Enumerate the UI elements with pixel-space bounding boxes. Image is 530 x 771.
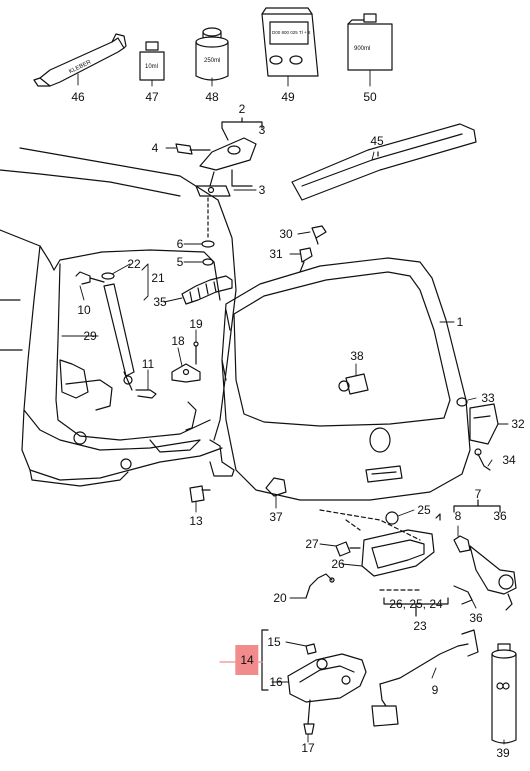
bump-stop <box>189 485 211 503</box>
callout-39: 39 <box>496 746 510 760</box>
callout-37: 37 <box>269 510 283 524</box>
canister-icon: 900ml <box>347 13 393 71</box>
lock-cable <box>371 629 479 727</box>
callout-23: 23 <box>413 619 427 633</box>
callout-1: 1 <box>456 315 464 329</box>
callout-36-top: 36 <box>493 509 507 523</box>
tailgate <box>221 257 471 501</box>
callout-33: 33 <box>481 391 495 405</box>
rear-spoiler <box>291 123 477 201</box>
washers <box>201 197 215 266</box>
callout-4: 4 <box>151 141 159 155</box>
callout-3-top: 3 <box>258 123 266 137</box>
callout-29: 29 <box>83 329 97 343</box>
callout-21: 21 <box>151 271 165 285</box>
callout-36-bottom: 36 <box>469 611 483 625</box>
hinge-assembly <box>175 117 263 197</box>
gas-strut <box>75 271 157 399</box>
callout-22: 22 <box>127 257 141 271</box>
callout-17: 17 <box>301 741 315 755</box>
callout-25: 25 <box>417 503 431 517</box>
canister-label: 900ml <box>354 46 370 52</box>
callout-18: 18 <box>171 334 185 348</box>
callout-26: 26 <box>331 557 345 571</box>
handle-group <box>319 499 517 611</box>
callout-26-25-24: 26, 25, 24 <box>389 597 443 611</box>
callout-8: 8 <box>454 509 462 523</box>
callout-27: 27 <box>305 537 319 551</box>
small-bottle-icon: 10ml <box>139 41 165 81</box>
callout-31: 31 <box>269 247 283 261</box>
box-icon: D00 800 025 Tl + 8 <box>261 7 319 77</box>
callout-47: 47 <box>145 90 159 104</box>
callout-38: 38 <box>350 349 364 363</box>
lock-motor <box>456 397 499 471</box>
callout-35: 35 <box>153 295 167 309</box>
striker-bracket <box>171 341 201 383</box>
callout-15: 15 <box>267 635 281 649</box>
callout-14-highlighted[interactable]: 14 <box>235 645 259 675</box>
jar-label: 250ml <box>204 58 220 64</box>
callout-30: 30 <box>279 227 293 241</box>
release-cable <box>305 573 335 599</box>
callout-2: 2 <box>238 102 246 116</box>
callout-49: 49 <box>281 90 295 104</box>
callout-11: 11 <box>141 357 155 371</box>
callout-50: 50 <box>363 90 377 104</box>
small-bottle-label: 10ml <box>145 64 158 70</box>
buffer <box>265 477 287 497</box>
callout-46: 46 <box>71 90 85 104</box>
callout-19: 19 <box>189 317 203 331</box>
callout-20: 20 <box>273 591 287 605</box>
leader-lines <box>61 69 509 745</box>
bracket-callout <box>383 597 449 617</box>
callout-7: 7 <box>474 487 482 501</box>
car-body <box>0 147 237 487</box>
jar-icon: 250ml <box>195 27 229 81</box>
callout-3-bottom: 3 <box>258 183 266 197</box>
callout-32: 32 <box>511 417 525 431</box>
spray-can <box>491 643 517 744</box>
washer-nozzle <box>338 373 369 395</box>
callout-9: 9 <box>431 683 439 697</box>
callout-5: 5 <box>176 255 184 269</box>
callout-10: 10 <box>77 303 91 317</box>
callout-13: 13 <box>189 514 203 528</box>
callout-45: 45 <box>370 134 384 148</box>
adhesive-tube-icon: KLEBER <box>33 33 127 87</box>
wire-harness <box>181 275 233 305</box>
clip-parts <box>299 225 327 273</box>
callout-34: 34 <box>502 453 516 467</box>
callout-6: 6 <box>176 237 184 251</box>
box-label: D00 800 025 Tl + 8 <box>272 30 311 35</box>
callout-16: 16 <box>269 675 283 689</box>
callout-48: 48 <box>205 90 219 104</box>
